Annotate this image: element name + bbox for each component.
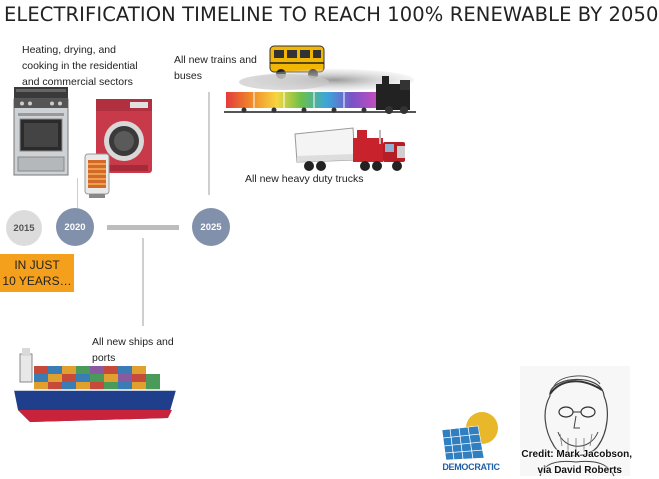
- callout-line-1: IN JUST: [14, 258, 60, 272]
- steam-train-icon: [224, 68, 416, 118]
- year-2025-circle: 2025: [192, 208, 230, 246]
- credit-line-2: via David Roberts: [537, 465, 622, 476]
- stove-icon: [12, 85, 70, 177]
- logo-text: DEMOCRATIC: [442, 462, 500, 472]
- callout-line-2: 10 YEARS…: [2, 274, 72, 288]
- year-2015-circle: 2015: [6, 210, 42, 246]
- space-heater-icon: [83, 152, 111, 200]
- trains-connector-line: [208, 92, 210, 195]
- trucks-note: All new heavy duty trucks: [245, 173, 364, 185]
- trains-buses-note: All new trains and buses: [174, 54, 257, 82]
- credit-line-1: Credit: Mark Jacobson,: [521, 449, 632, 460]
- sketch-portrait-icon: [520, 366, 630, 477]
- solar-panel-sun-logo: DEMOCRATIC: [438, 408, 504, 474]
- washing-machine-icon: [94, 97, 154, 175]
- timeline-bar: [107, 225, 179, 230]
- heating-connector-line: [77, 178, 78, 208]
- ships-connector-line: [142, 238, 144, 326]
- slide-title: ELECTRIFICATION TIMELINE TO REACH 100% R…: [4, 3, 659, 26]
- year-2020-circle: 2020: [56, 208, 94, 246]
- semi-truck-icon: [293, 126, 411, 174]
- heating-note: Heating, drying, and cooking in the resi…: [22, 44, 138, 88]
- container-ship-icon: [10, 344, 180, 434]
- ships-note: All new ships and ports: [92, 336, 174, 364]
- ten-years-callout: IN JUST 10 YEARS…: [0, 254, 74, 292]
- credit-text: Credit: Mark Jacobson, via David Roberts: [506, 447, 632, 479]
